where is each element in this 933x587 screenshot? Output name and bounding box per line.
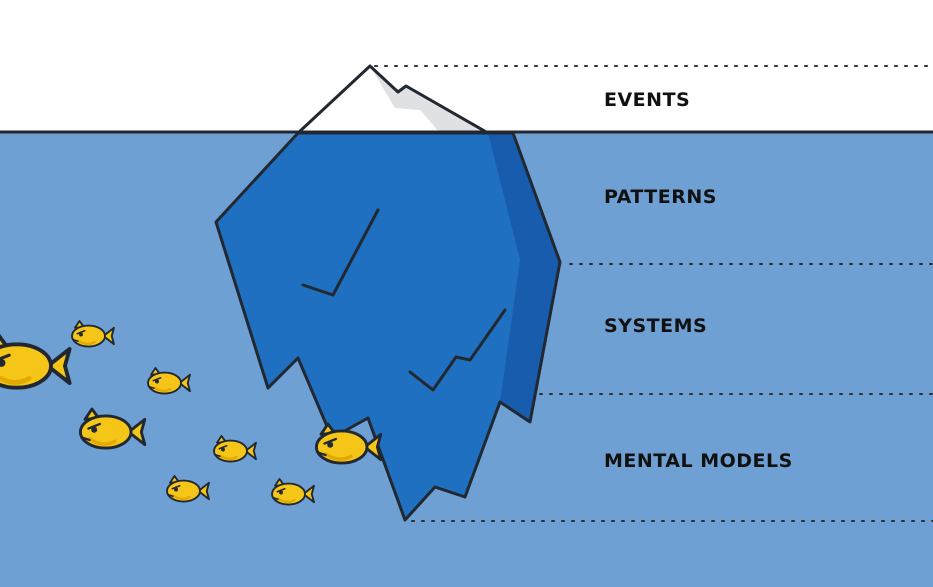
fish-icon [213,435,257,463]
iceberg-body-outline [214,131,562,522]
fish-icon [147,367,191,395]
fish-school [0,320,383,506]
layer-label-mental-models: MENTAL MODELS [604,450,793,472]
fish-icon [78,407,147,450]
fish-icon [71,320,115,348]
iceberg-tip-outline [296,64,489,135]
iceberg-crack [408,308,507,392]
iceberg-body-shadow [488,133,560,422]
fish-icon [314,422,383,465]
fish-icon [271,478,315,506]
iceberg-body [216,133,560,520]
fish-icon [166,475,210,503]
iceberg-crack [301,208,380,297]
layer-label-events: EVENTS [604,89,691,111]
layer-label-patterns: PATTERNS [604,186,717,208]
fish-icon [0,334,72,390]
layer-label-systems: SYSTEMS [604,315,708,337]
